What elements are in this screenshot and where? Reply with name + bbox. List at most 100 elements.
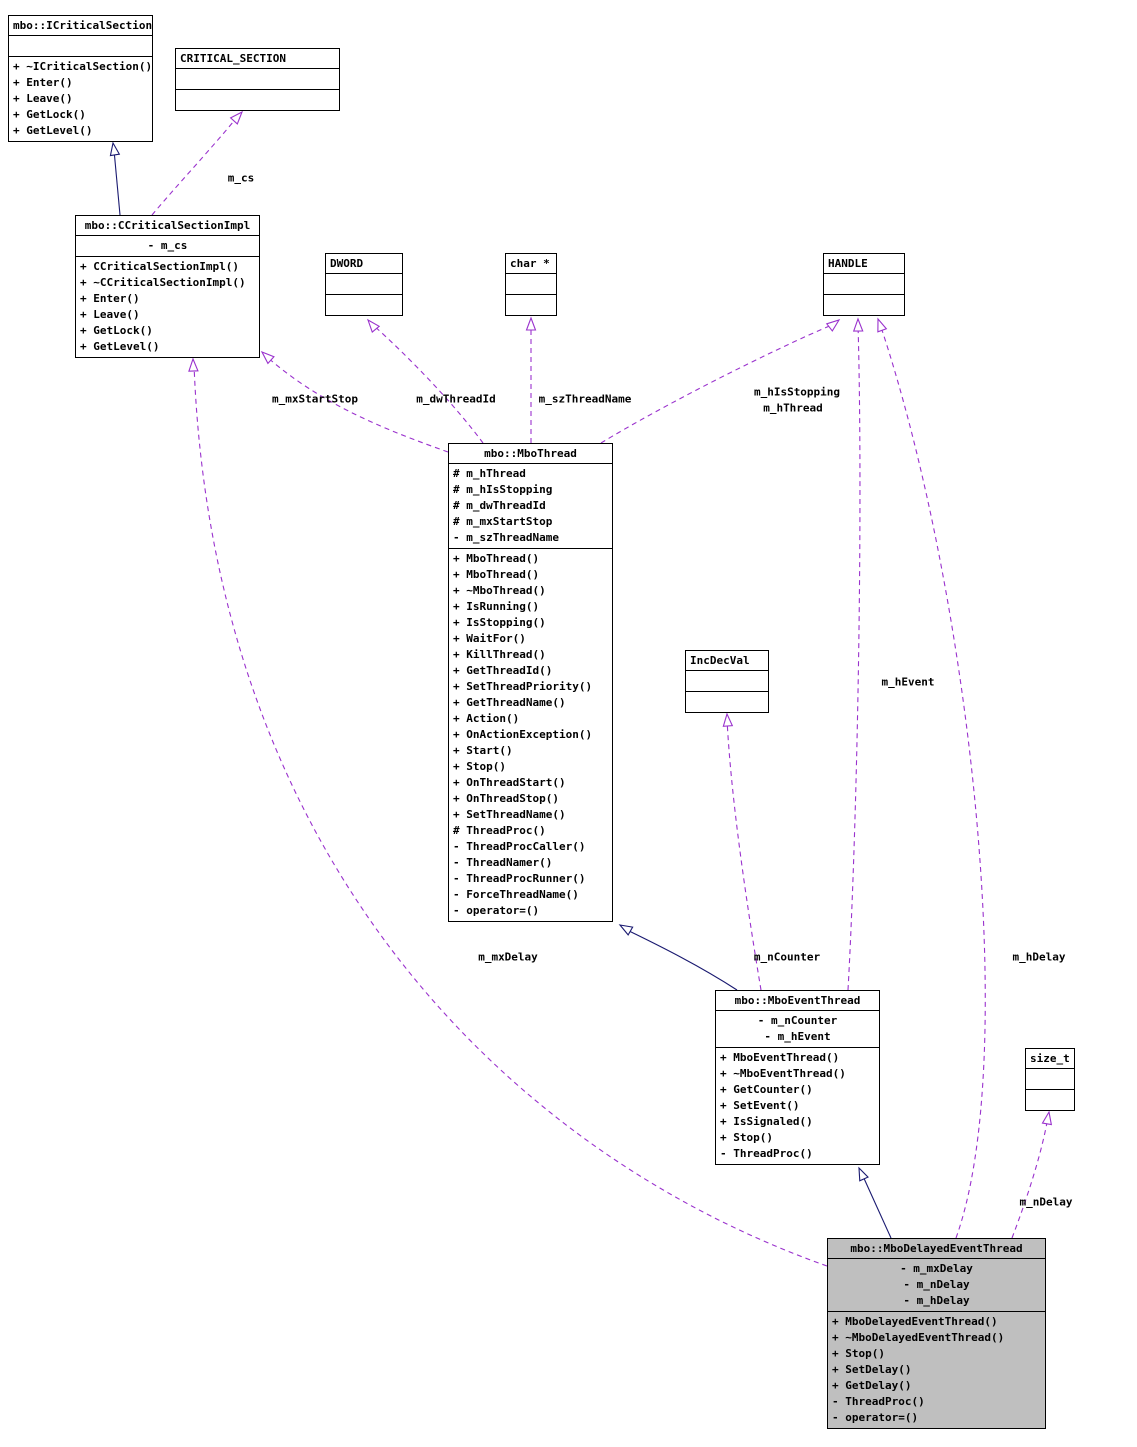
method-row: + SetEvent() <box>720 1099 800 1112</box>
edge-inherit-mbodelayedeventthread-to-mboeventthread <box>858 1166 892 1239</box>
method-row: + OnActionException() <box>453 728 593 741</box>
arrowhead-icon <box>525 316 537 331</box>
class-node-mbodelayedeventthread: mbo::MboDelayedEventThread- m_mxDelay- m… <box>827 1238 1046 1429</box>
method-row: + SetDelay() <box>832 1363 912 1376</box>
attributes-section <box>824 274 904 295</box>
arrowhead-icon <box>877 317 888 333</box>
method-row: + KillThread() <box>453 648 546 661</box>
class-node-size-t[interactable]: size_t <box>1025 1048 1075 1111</box>
attributes-section: # m_hThread# m_hIsStopping# m_dwThreadId… <box>449 464 612 549</box>
method-row: + IsSignaled() <box>720 1115 813 1128</box>
methods-section: + MboThread()+ MboThread()+ ~MboThread()… <box>449 549 612 921</box>
edge-usage-m-cs <box>151 110 244 216</box>
method-row: + OnThreadStop() <box>453 792 559 805</box>
attributes-section: - m_mxDelay - m_nDelay - m_hDelay <box>828 1259 1045 1312</box>
method-row: - operator=() <box>832 1411 919 1424</box>
methods-section: + MboEventThread() + ~MboEventThread() + G… <box>716 1048 879 1164</box>
attributes-section <box>9 36 152 57</box>
method-row: + GetLock() <box>80 324 153 337</box>
edge-label: m_hDelay <box>1012 950 1066 964</box>
method-row: + GetLevel() <box>13 124 93 137</box>
methods-section <box>326 295 402 315</box>
edge-usage-m-ncounter <box>722 712 762 991</box>
method-row: + IsRunning() <box>453 600 540 613</box>
usage-edge-line <box>265 355 449 453</box>
methods-section: + ~ICriticalSection()+ Enter()+ Leave()+… <box>9 57 152 141</box>
method-row: + WaitFor() <box>453 632 526 645</box>
method-row: + GetLevel() <box>80 340 160 353</box>
attribute-row: # m_hThread <box>453 467 526 480</box>
method-row: + GetDelay() <box>832 1379 912 1392</box>
method-row: + MboThread() <box>453 552 540 565</box>
method-row: + GetThreadName() <box>453 696 566 709</box>
class-title: size_t <box>1026 1049 1074 1069</box>
attribute-row: # m_mxStartStop <box>453 515 553 528</box>
method-row: - ThreadProc() <box>720 1147 813 1160</box>
edge-usage-m-szthreadname <box>525 316 537 443</box>
methods-section: + MboDelayedEventThread()+ ~MboDelayedEv… <box>828 1312 1045 1428</box>
edge-label: m_hThread <box>763 401 823 415</box>
edge-label: m_hIsStopping <box>753 385 841 399</box>
attribute-row: - m_nDelay <box>903 1278 970 1291</box>
usage-edge-line <box>600 323 835 444</box>
edge-usage-m-hevent <box>847 317 864 991</box>
arrowhead-icon <box>618 924 634 936</box>
edge-label: m_mxStartStop <box>271 392 359 406</box>
class-node-ccriticalsectionimpl[interactable]: mbo::CCriticalSectionImpl- m_cs+ CCritic… <box>75 215 260 358</box>
attributes-section <box>326 274 402 295</box>
methods-section <box>506 295 556 315</box>
class-title: mbo::MboDelayedEventThread <box>828 1239 1045 1259</box>
methods-section <box>686 692 768 712</box>
arrowhead-icon <box>188 357 199 372</box>
method-row: - ThreadProc() <box>832 1395 925 1408</box>
inheritance-edge-line <box>626 929 738 991</box>
edge-usage-m-mxstartstop <box>260 350 449 453</box>
class-node-dword[interactable]: DWORD <box>325 253 403 316</box>
class-title: mbo::CCriticalSectionImpl <box>76 216 259 236</box>
arrowhead-icon <box>260 350 275 365</box>
arrowhead-icon <box>1041 1110 1053 1126</box>
method-row: + MboEventThread() <box>720 1051 840 1064</box>
method-row: - operator=() <box>453 904 540 917</box>
method-row: + SetThreadName() <box>453 808 566 821</box>
attributes-section <box>176 69 339 90</box>
edge-label: m_szThreadName <box>538 392 632 406</box>
arrowhead-icon <box>852 317 864 332</box>
method-row: + MboDelayedEventThread() <box>832 1315 998 1328</box>
usage-edge-line <box>847 323 861 991</box>
edge-label: m_mxDelay <box>478 950 538 964</box>
usage-edge-line <box>726 718 762 991</box>
method-row: - ThreadProcCaller() <box>453 840 586 853</box>
edge-usage-m-mxdelay <box>188 357 828 1267</box>
class-title: mbo::MboEventThread <box>716 991 879 1011</box>
methods-section: + CCriticalSectionImpl()+ ~CCriticalSect… <box>76 257 259 357</box>
class-node-critical-section[interactable]: CRITICAL_SECTION <box>175 48 340 111</box>
class-node-icriticalsection[interactable]: mbo::ICriticalSection+ ~ICriticalSection… <box>8 15 153 142</box>
method-row: + OnThreadStart() <box>453 776 566 789</box>
class-title: mbo::ICriticalSection <box>9 16 152 36</box>
arrowhead-icon <box>109 141 121 157</box>
attribute-row: - m_szThreadName <box>453 531 559 544</box>
class-node-handle[interactable]: HANDLE <box>823 253 905 316</box>
class-node-mbothread[interactable]: mbo::MboThread# m_hThread# m_hIsStopping… <box>448 443 613 922</box>
attributes-section <box>1026 1069 1074 1090</box>
attribute-row: - m_mxDelay <box>900 1262 973 1275</box>
method-row: + ~MboEventThread() <box>720 1067 846 1080</box>
method-row: + GetCounter() <box>720 1083 813 1096</box>
method-row: + IsStopping() <box>453 616 546 629</box>
method-row: + MboThread() <box>453 568 540 581</box>
method-row: + Start() <box>453 744 513 757</box>
method-row: + Enter() <box>13 76 73 89</box>
method-row: + Leave() <box>80 308 140 321</box>
attribute-row: - m_hDelay <box>903 1294 970 1307</box>
class-node-char-ptr[interactable]: char * <box>505 253 557 316</box>
class-node-mboeventthread[interactable]: mbo::MboEventThread- m_nCounter- m_hEven… <box>715 990 880 1165</box>
class-node-incdecval[interactable]: IncDecVal <box>685 650 769 713</box>
edge-usage-m-hdelay <box>877 317 986 1239</box>
attributes-section: - m_cs <box>76 236 259 257</box>
attribute-row: - m_hEvent <box>764 1030 831 1043</box>
attributes-section: - m_nCounter- m_hEvent <box>716 1011 879 1048</box>
method-row: + CCriticalSectionImpl() <box>80 260 239 273</box>
usage-edge-line <box>371 323 484 444</box>
